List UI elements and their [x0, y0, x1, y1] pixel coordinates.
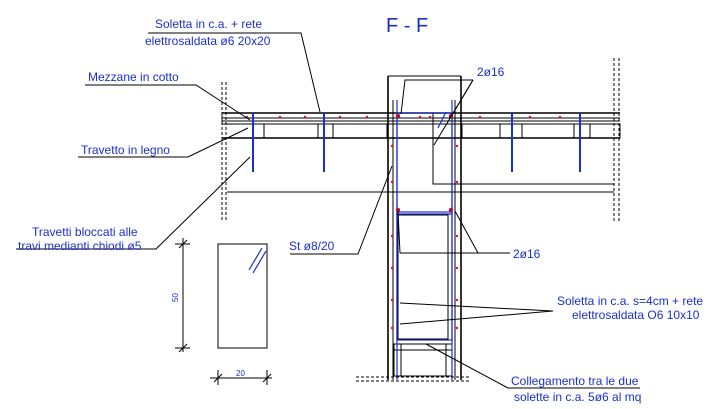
beam-section — [387, 75, 462, 380]
beam-outline — [227, 113, 614, 193]
label-staffe: St ø8/20 — [289, 239, 335, 253]
leader-lines — [16, 32, 640, 389]
wall-dashed-left — [221, 82, 227, 222]
dimension-width: 20 — [210, 369, 272, 385]
wall-dashed-right — [613, 58, 620, 222]
label-soletta-rete-line1: Soletta in c.a. + rete — [155, 17, 262, 31]
label-soletta-rete-line2: elettrosaldata ø6 20x20 — [145, 34, 271, 48]
label-travetti-bloccati-line2: travi medianti chiodi ø5 — [18, 239, 142, 253]
label-mezzane: Mezzane in cotto — [88, 70, 179, 84]
detail-section — [217, 243, 268, 349]
section-title: F - F — [386, 15, 428, 37]
label-travetti-bloccati-line1: Travetti bloccati alle — [32, 225, 138, 239]
label-collegamento-line1: Collegamento tra le due — [511, 374, 639, 388]
floor-dashed-base — [356, 376, 470, 382]
dimension-height-value: 50 — [171, 293, 180, 302]
label-soletta-s4-line2: elettrosaldata O6 10x10 — [572, 308, 700, 322]
floor-slab — [221, 112, 621, 172]
label-barre-inferiori: 2ø16 — [513, 247, 541, 261]
label-collegamento-line2: solette in c.a. 5ø6 al mq — [514, 390, 641, 404]
dimension-width-value: 20 — [236, 369, 245, 378]
dimension-height: 50 — [171, 238, 190, 353]
label-travetto: Travetto in legno — [81, 143, 170, 157]
label-soletta-s4-line1: Soletta in c.a. s=4cm + rete — [557, 294, 703, 308]
label-barre-superiori: 2ø16 — [477, 65, 505, 79]
